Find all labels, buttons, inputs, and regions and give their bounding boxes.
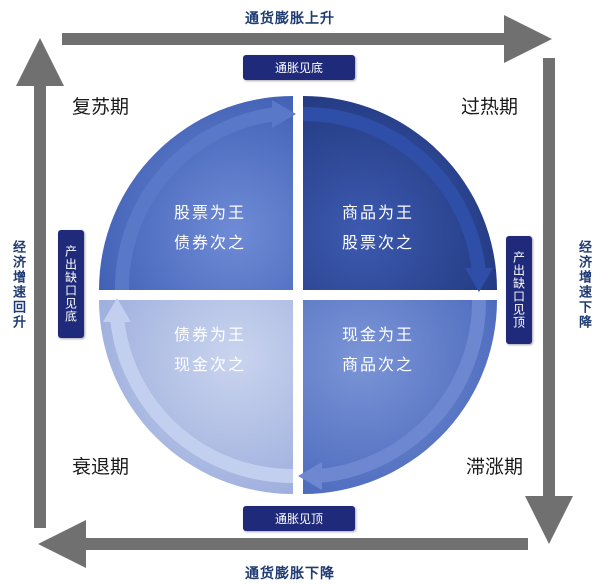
quadrant-text-top-right: 商品为王 股票次之 [318, 198, 438, 258]
rim-arrow-top-left [114, 107, 277, 291]
phase-overheat: 过热期 [461, 96, 519, 118]
axis-label-left: 经济增速回升 [10, 240, 25, 330]
quadrant-top-right-line2: 股票次之 [341, 233, 414, 252]
axis-label-top: 通货膨胀上升 [245, 11, 335, 27]
quadrant-bottom-left-line1: 债券为王 [173, 325, 246, 344]
rim-arrows [103, 100, 493, 490]
badge-right: 产出缺口见顶 [506, 236, 532, 344]
quadrant-top-right [303, 96, 497, 290]
quadrant-top-left-line1: 股票为王 [173, 203, 246, 222]
axis-label-right: 经济增速下降 [576, 240, 591, 330]
rim-arrowhead-top-right [465, 268, 493, 292]
quadrant-bottom-right-line1: 现金为王 [341, 325, 414, 344]
phase-stagflation: 滞涨期 [466, 456, 524, 478]
rim-arrow-bottom-left [110, 317, 294, 484]
rim-arrow-top-right [302, 106, 486, 273]
badge-top: 通胀见底 [243, 55, 355, 80]
quadrant-text-top-left: 股票为王 债券次之 [150, 198, 270, 258]
quadrant-top-left-line2: 债券次之 [173, 233, 246, 252]
clock-quadrants [99, 96, 497, 494]
quadrant-bottom-right [303, 300, 497, 494]
quadrant-bottom-left-line2: 现金次之 [173, 355, 246, 374]
quadrant-text-bottom-right: 现金为王 商品次之 [318, 320, 438, 380]
phase-recovery: 复苏期 [72, 96, 130, 118]
rim-arrowhead-top-left [272, 100, 296, 128]
rim-arrowhead-bottom-left [103, 298, 131, 322]
outer-arrows [16, 15, 573, 568]
quadrant-top-right-line1: 商品为王 [341, 203, 414, 222]
quadrant-bottom-left [99, 300, 293, 494]
phase-recession: 衰退期 [72, 456, 130, 478]
badge-left: 产出缺口见底 [58, 230, 84, 338]
axis-label-bottom: 通货膨胀下降 [245, 566, 335, 582]
quadrant-bottom-right-line2: 商品次之 [341, 355, 414, 374]
rim-arrowhead-bottom-right [298, 462, 322, 490]
quadrant-top-left [99, 96, 293, 290]
rim-arrow-bottom-right [317, 299, 487, 483]
badge-bottom: 通胀见顶 [243, 506, 355, 531]
quadrant-text-bottom-left: 债券为王 现金次之 [150, 320, 270, 380]
